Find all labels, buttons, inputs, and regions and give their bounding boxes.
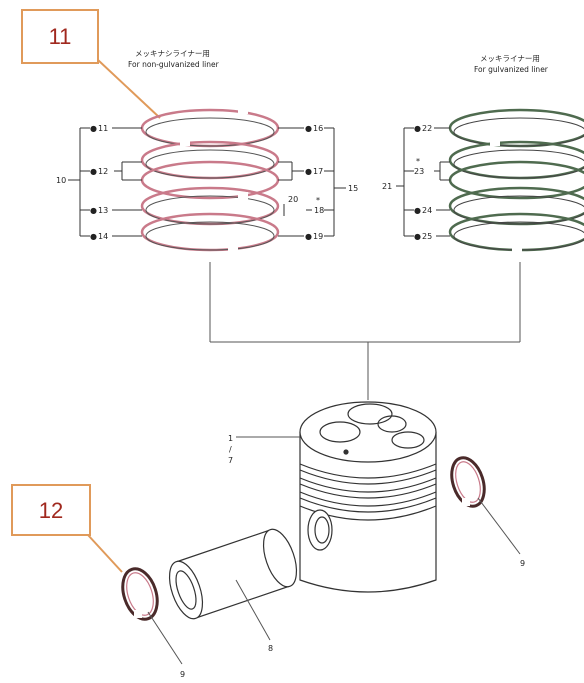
label-12-group: ● 12: [90, 167, 108, 176]
label-19-group: ● 19: [305, 232, 323, 241]
label-19: 19: [313, 232, 323, 241]
label-1: 1: [228, 434, 233, 443]
svg-text:●: ●: [90, 232, 97, 241]
label-14: 14: [98, 232, 108, 241]
leader-9-left: [147, 611, 183, 665]
leader-9-right: [477, 497, 521, 555]
label-22: 22: [422, 124, 432, 133]
left-header-jp: メッキナシライナー用: [135, 49, 210, 58]
label-22-group: ● 22: [414, 124, 432, 133]
label-24: 24: [422, 206, 432, 215]
callout-11-text: 11: [49, 24, 72, 49]
right-ring-set: [448, 108, 584, 254]
label-11-group: ● 11: [90, 124, 108, 133]
ring-14: [140, 212, 280, 252]
ring-12-a: [140, 140, 280, 180]
right-brackets: [396, 127, 450, 237]
piston-pin: [168, 528, 298, 620]
label-10: 10: [56, 176, 66, 185]
label-13-group: ● 13: [90, 206, 108, 215]
svg-text:●: ●: [414, 206, 421, 215]
label-12: 12: [98, 167, 108, 176]
label-11: 11: [98, 124, 108, 133]
label-slash: /: [229, 445, 232, 454]
svg-text:●: ●: [90, 124, 97, 133]
svg-text:●: ●: [305, 232, 312, 241]
label-25: 25: [422, 232, 432, 241]
callout-12-leader: [87, 534, 123, 573]
label-7: 7: [228, 456, 233, 465]
ring-11: [140, 108, 280, 148]
label-8: 8: [268, 644, 273, 653]
label-9-left: 9: [180, 670, 185, 679]
assembly-connectors: [209, 262, 521, 400]
svg-text:*: *: [416, 157, 420, 166]
label-23-group: * 23: [414, 157, 424, 176]
left-header-en: For non-gulvanized liner: [128, 60, 220, 69]
svg-text:*: *: [316, 196, 320, 205]
label-15: 15: [348, 184, 358, 193]
snap-ring-left: [121, 567, 159, 621]
label-24-group: ● 24: [414, 206, 432, 215]
ring-22: [448, 108, 584, 148]
svg-text:●: ●: [305, 124, 312, 133]
label-25-group: ● 25: [414, 232, 432, 241]
label-13: 13: [98, 206, 108, 215]
label-20: 20: [288, 195, 298, 204]
label-17: 17: [313, 167, 323, 176]
label-14-group: ● 14: [90, 232, 108, 241]
label-23: 23: [414, 167, 424, 176]
snap-ring-right: [450, 456, 486, 508]
label-18: 18: [314, 206, 324, 215]
leader-8: [235, 579, 271, 641]
label-18-group: * 18: [314, 196, 324, 215]
label-9-right: 9: [520, 559, 525, 568]
left-brackets: [68, 127, 346, 237]
svg-text:●: ●: [90, 167, 97, 176]
svg-text:●: ●: [90, 206, 97, 215]
callout-11-leader: [97, 59, 161, 119]
label-16-group: ● 16: [305, 124, 323, 133]
right-header-en: For gulvanized liner: [474, 65, 549, 74]
label-16: 16: [313, 124, 323, 133]
callout-12: 12: [11, 484, 91, 536]
right-header-jp: メッキライナー用: [480, 54, 540, 63]
label-21: 21: [382, 182, 392, 191]
callout-11: 11: [21, 9, 99, 64]
piston: [299, 401, 437, 593]
svg-text:●: ●: [414, 232, 421, 241]
ring-23-a: [448, 140, 584, 180]
callout-12-text: 12: [39, 498, 63, 523]
svg-text:●: ●: [414, 124, 421, 133]
svg-text:●: ●: [305, 167, 312, 176]
label-17-group: ● 17: [305, 167, 323, 176]
left-ring-set: [140, 106, 280, 254]
